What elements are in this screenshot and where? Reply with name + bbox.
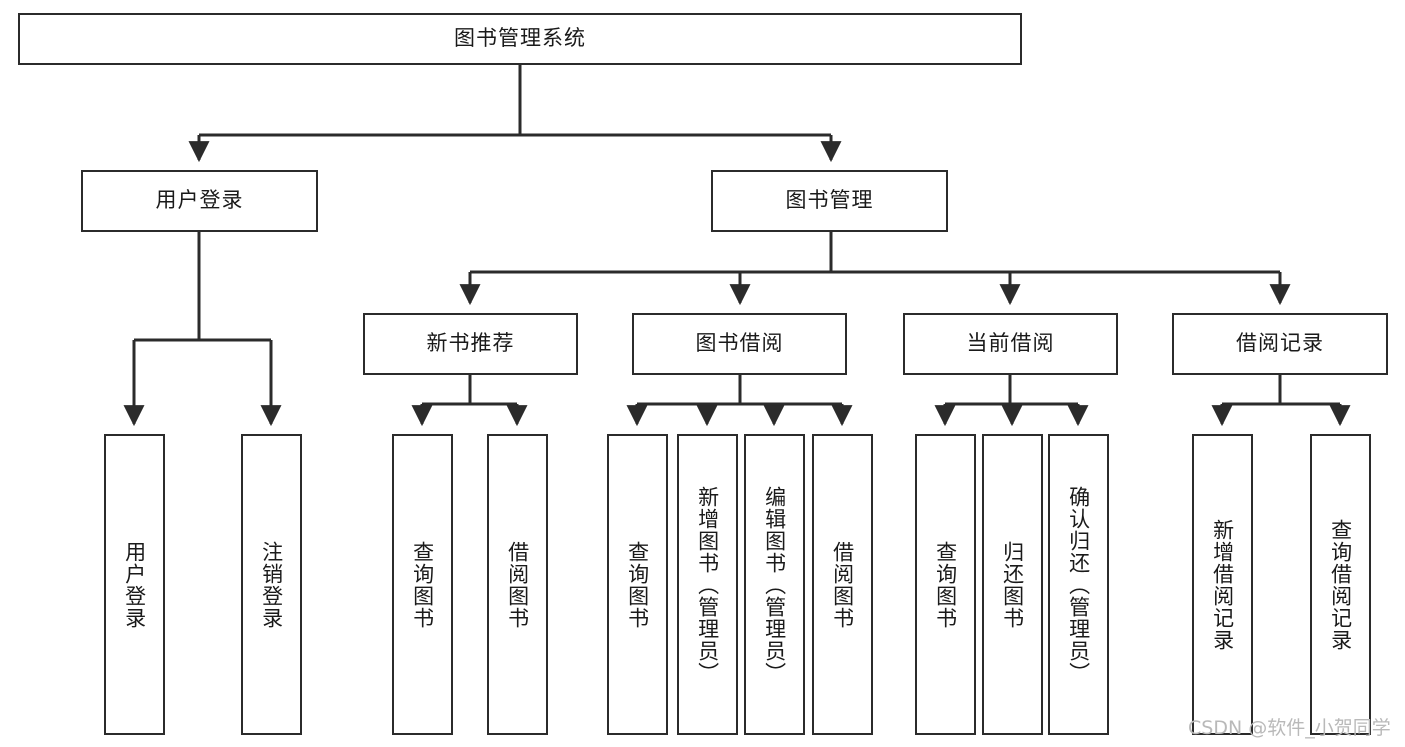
node-current-borrow-label: 当前借阅 xyxy=(966,331,1055,356)
leaf-return-book-label: 归还图书 xyxy=(1000,540,1025,629)
leaf-query-book-2-label: 查询图书 xyxy=(625,540,650,629)
leaf-edit-book-label: 编辑图书（管理员） xyxy=(762,485,787,684)
leaf-return-book[interactable]: 归还图书 xyxy=(982,434,1043,735)
leaf-query-book-3-label: 查询图书 xyxy=(933,540,958,629)
node-book-manage[interactable]: 图书管理 xyxy=(711,170,948,232)
leaf-borrow-book-1[interactable]: 借阅图书 xyxy=(487,434,548,735)
node-user-login-label: 用户登录 xyxy=(155,188,244,213)
leaf-user-login[interactable]: 用户登录 xyxy=(104,434,165,735)
node-current-borrow[interactable]: 当前借阅 xyxy=(903,313,1118,375)
node-new-book-recommend[interactable]: 新书推荐 xyxy=(363,313,578,375)
leaf-user-logout-label: 注销登录 xyxy=(259,540,284,629)
leaf-add-book[interactable]: 新增图书（管理员） xyxy=(677,434,738,735)
node-book-borrow[interactable]: 图书借阅 xyxy=(632,313,847,375)
leaf-user-logout[interactable]: 注销登录 xyxy=(241,434,302,735)
node-borrow-record-label: 借阅记录 xyxy=(1236,331,1324,356)
leaf-query-record-label: 查询借阅记录 xyxy=(1328,518,1353,651)
leaf-add-record-label: 新增借阅记录 xyxy=(1210,518,1235,651)
node-user-login[interactable]: 用户登录 xyxy=(81,170,318,232)
leaf-confirm-return[interactable]: 确认归还（管理员） xyxy=(1048,434,1109,735)
node-root[interactable]: 图书管理系统 xyxy=(18,13,1022,65)
leaf-query-book-1-label: 查询图书 xyxy=(410,540,435,629)
watermark-text: CSDN @软件_小贺同学 xyxy=(1188,717,1391,739)
leaf-edit-book[interactable]: 编辑图书（管理员） xyxy=(744,434,805,735)
leaf-borrow-book-2[interactable]: 借阅图书 xyxy=(812,434,873,735)
leaf-add-record[interactable]: 新增借阅记录 xyxy=(1192,434,1253,735)
node-book-manage-label: 图书管理 xyxy=(785,188,874,213)
leaf-borrow-book-1-label: 借阅图书 xyxy=(505,540,530,629)
node-root-label: 图书管理系统 xyxy=(454,26,586,51)
leaf-query-book-3[interactable]: 查询图书 xyxy=(915,434,976,735)
leaf-user-login-label: 用户登录 xyxy=(122,540,147,629)
leaf-query-book-2[interactable]: 查询图书 xyxy=(607,434,668,735)
node-new-book-recommend-label: 新书推荐 xyxy=(426,331,515,356)
node-borrow-record[interactable]: 借阅记录 xyxy=(1172,313,1388,375)
leaf-query-book-1[interactable]: 查询图书 xyxy=(392,434,453,735)
leaf-query-record[interactable]: 查询借阅记录 xyxy=(1310,434,1371,735)
leaf-add-book-label: 新增图书（管理员） xyxy=(695,485,720,684)
leaf-borrow-book-2-label: 借阅图书 xyxy=(830,540,855,629)
leaf-confirm-return-label: 确认归还（管理员） xyxy=(1066,485,1091,684)
node-book-borrow-label: 图书借阅 xyxy=(695,331,784,356)
